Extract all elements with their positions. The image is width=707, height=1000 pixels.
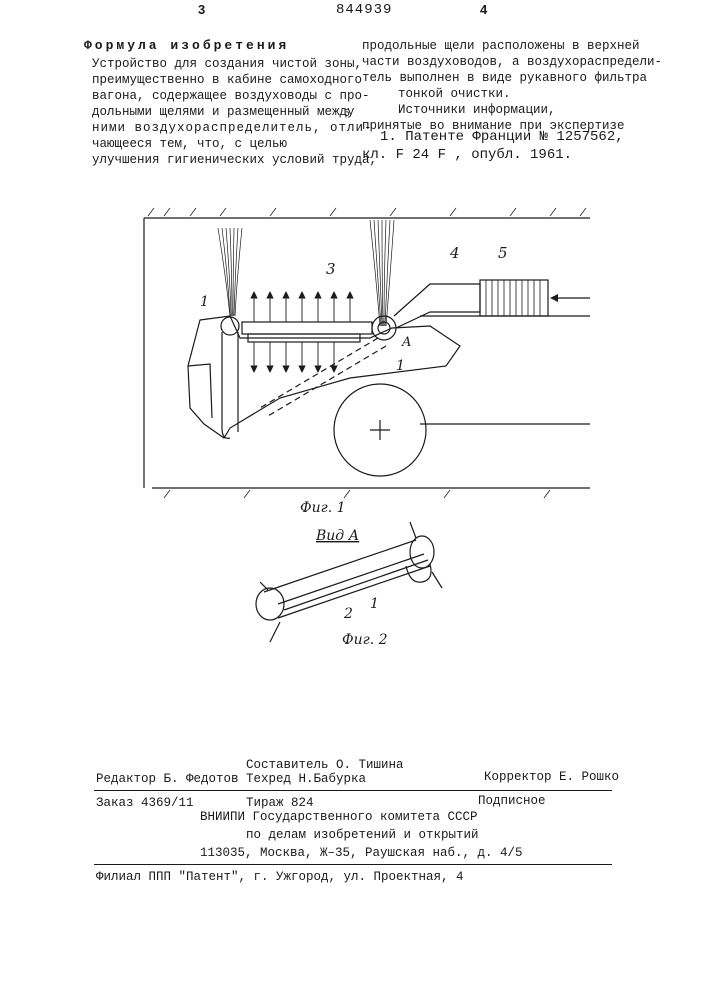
imprint-address: 113035, Москва, Ж–35, Раушская наб., д. … bbox=[200, 844, 523, 863]
fig1-label-3: 3 bbox=[326, 260, 336, 278]
imprint-org: ВНИИПИ Государственного комитета СССР bbox=[200, 808, 478, 827]
imprint-editor: Редактор Б. Федотов bbox=[96, 770, 239, 789]
imprint-subscription: Подписное bbox=[478, 792, 546, 811]
imprint-corrector: Корректор Е. Рошко bbox=[484, 768, 619, 787]
figure-1-caption: Фиг. 1 bbox=[300, 500, 346, 516]
claims-line: преимущественно в кабине самоходного bbox=[92, 72, 377, 88]
claims-line: ними воздухораспределитель, отли- bbox=[92, 120, 377, 136]
imprint-order: Заказ 4369/11 bbox=[96, 794, 194, 813]
claims-line: вагона, содержащее воздуховоды с про- bbox=[92, 88, 377, 104]
imprint-rule-bottom bbox=[94, 864, 612, 865]
imprint-techred: Техред Н.Бабурка bbox=[246, 770, 366, 789]
imprint-rule-top bbox=[94, 790, 612, 791]
fig1-label-1-left: 1 bbox=[200, 294, 209, 310]
claims-title: Формула изобретения bbox=[84, 38, 289, 53]
claims-continuation: продольные щели расположены в верхней ча… bbox=[362, 38, 662, 102]
imprint-org-dept: по делам изобретений и открытий bbox=[246, 826, 479, 845]
claims-line: тонкой очистки. bbox=[362, 86, 662, 102]
patent-number: 844939 bbox=[336, 2, 392, 18]
figure-2-view-title: Вид А bbox=[315, 528, 359, 544]
page-number-right: 4 bbox=[480, 2, 487, 17]
claims-line: Устройство для создания чистой зоны, bbox=[92, 56, 377, 72]
claims-line: продольные щели расположены в верхней bbox=[362, 38, 662, 54]
claims-line: дольными щелями и размещенный между bbox=[92, 104, 377, 120]
fig1-label-4: 4 bbox=[449, 244, 460, 262]
fig2-label-1: 1 bbox=[370, 596, 379, 612]
source-list: 1. Патенте Франции № 1257562, кл. F 24 F… bbox=[380, 128, 624, 164]
fig1-label-A: A bbox=[401, 335, 411, 350]
claims-line: чающееся тем, что, с целью bbox=[92, 136, 377, 152]
claims-text: Устройство для создания чистой зоны, пре… bbox=[92, 56, 377, 168]
fig1-label-1-right: 1 bbox=[396, 358, 405, 374]
figure-2-caption: Фиг. 2 bbox=[342, 632, 388, 648]
page-number-left: 3 bbox=[198, 2, 205, 17]
figure-1-drawing: 1 3 4 5 A 1 bbox=[130, 188, 610, 508]
sources-title: Источники информации, bbox=[398, 102, 556, 118]
fig2-label-2: 2 bbox=[343, 606, 353, 622]
source-item: кл. F 24 F , опубл. 1961. bbox=[362, 146, 624, 164]
figure-2-drawing: Вид А 2 1 bbox=[240, 518, 450, 648]
line-marker: 5 bbox=[344, 108, 350, 119]
fig1-label-5: 5 bbox=[498, 244, 508, 262]
claims-line: тель выполнен в виде рукавного фильтра bbox=[362, 70, 662, 86]
claims-line: улучшения гигиенических условий труда, bbox=[92, 152, 377, 168]
imprint-branch: Филиал ППП "Патент", г. Ужгород, ул. Про… bbox=[96, 868, 464, 887]
claims-line: части воздуховодов, а воздухораспредели- bbox=[362, 54, 662, 70]
source-item: 1. Патенте Франции № 1257562, bbox=[380, 128, 624, 146]
